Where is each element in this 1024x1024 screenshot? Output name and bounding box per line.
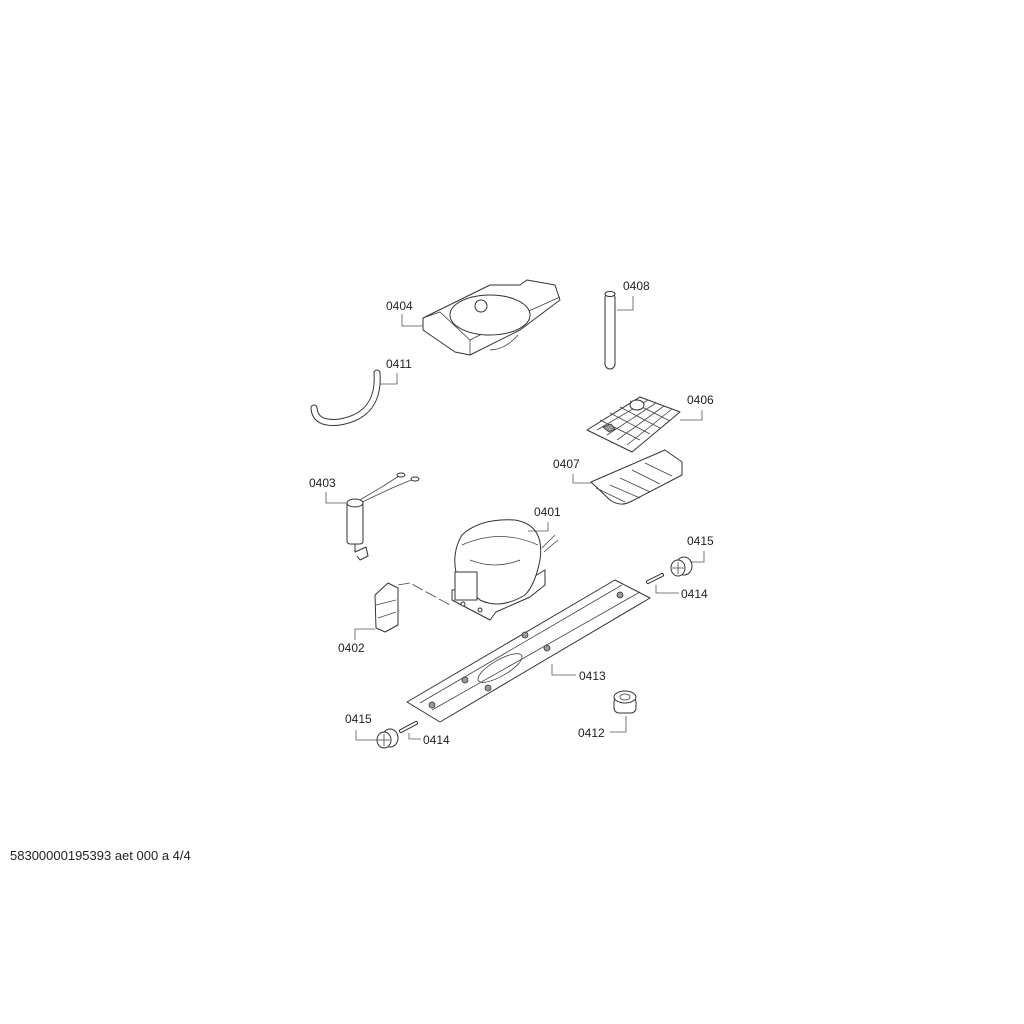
leader-lines bbox=[325, 296, 705, 741]
part-0412-foot[interactable] bbox=[613, 690, 637, 714]
label-0402: 0402 bbox=[338, 641, 365, 655]
label-0408: 0408 bbox=[623, 279, 650, 293]
part-0414-pin-right[interactable] bbox=[646, 573, 664, 584]
drawing-reference-footer: 58300000195393 aet 000 a 4/4 bbox=[10, 848, 191, 863]
part-0401-compressor[interactable] bbox=[451, 519, 559, 621]
part-0402-relay[interactable] bbox=[374, 582, 451, 633]
label-0411: 0411 bbox=[386, 357, 412, 371]
label-0404: 0404 bbox=[386, 299, 413, 313]
label-0414-left: 0414 bbox=[423, 733, 450, 747]
part-0403-capacitor[interactable] bbox=[346, 472, 420, 561]
label-0406: 0406 bbox=[687, 393, 714, 407]
part-0414-pin-left[interactable] bbox=[399, 721, 418, 733]
label-0412: 0412 bbox=[578, 726, 605, 740]
part-0411-hose[interactable] bbox=[310, 369, 381, 426]
part-0406-grid-cover[interactable] bbox=[586, 396, 681, 453]
part-0407-tray[interactable] bbox=[590, 449, 683, 505]
label-0413: 0413 bbox=[579, 669, 606, 683]
label-0415-right: 0415 bbox=[687, 534, 714, 548]
part-0415-grommet-left[interactable] bbox=[376, 728, 399, 749]
label-0414-right: 0414 bbox=[681, 587, 708, 601]
label-0407: 0407 bbox=[553, 457, 580, 471]
label-0403: 0403 bbox=[309, 476, 336, 490]
label-0415-left: 0415 bbox=[345, 712, 372, 726]
part-0408-rod[interactable] bbox=[604, 291, 616, 370]
part-0415-grommet-right[interactable] bbox=[670, 556, 693, 577]
label-0401: 0401 bbox=[534, 505, 561, 519]
part-0413-mounting-rail[interactable] bbox=[406, 579, 651, 723]
part-0404-drip-tray[interactable] bbox=[422, 279, 561, 356]
